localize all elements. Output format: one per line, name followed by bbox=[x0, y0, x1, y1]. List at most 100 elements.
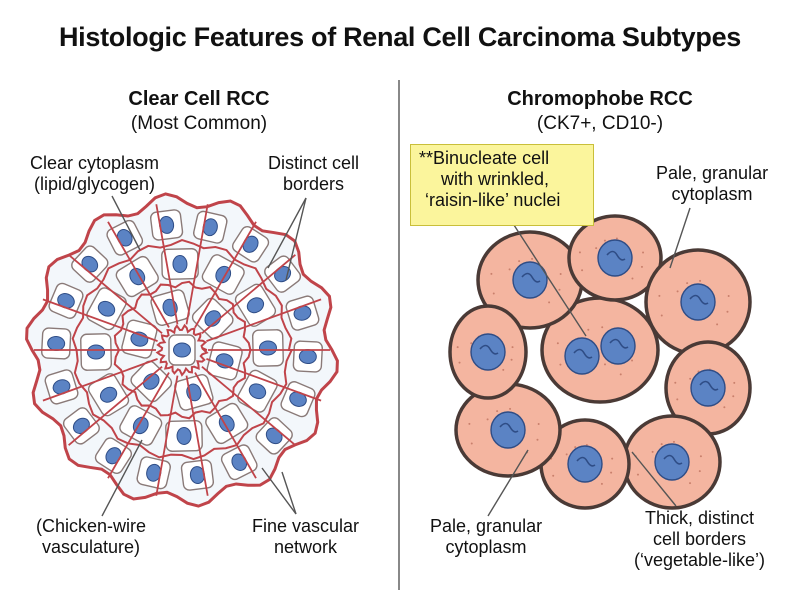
raisin-nucleus bbox=[600, 327, 636, 365]
nuclear-wrinkle bbox=[576, 456, 596, 467]
granule bbox=[651, 450, 654, 453]
nuclear-wrinkle bbox=[689, 294, 709, 305]
chromophobe-cell bbox=[448, 304, 528, 400]
vascular-septum bbox=[107, 221, 170, 328]
granule bbox=[600, 482, 603, 485]
granule bbox=[689, 482, 692, 485]
granule bbox=[676, 290, 679, 293]
vascular-strand bbox=[155, 323, 209, 377]
label-binucleate: **Binucleate cell with wrinkled, ‘raisin… bbox=[419, 148, 560, 211]
granule bbox=[595, 247, 598, 250]
leader-line bbox=[669, 207, 691, 269]
clear-cell-cluster bbox=[25, 192, 339, 508]
cell-nucleus bbox=[176, 426, 192, 445]
cell-nucleus bbox=[87, 344, 106, 360]
granule bbox=[642, 251, 645, 254]
binucleate-cell bbox=[540, 296, 660, 404]
leader-lines bbox=[101, 195, 691, 517]
granule bbox=[510, 358, 513, 361]
vascular-septum bbox=[206, 298, 322, 342]
granule bbox=[509, 407, 512, 410]
vascular-strand bbox=[113, 280, 252, 420]
label-thick-borders: Thick, distinct cell borders (‘vegetable… bbox=[634, 508, 765, 571]
chromophobe-cell bbox=[539, 418, 631, 510]
granule bbox=[601, 326, 604, 329]
vascular-septum bbox=[194, 372, 257, 479]
vascular-strand bbox=[71, 239, 294, 461]
label-fine-vascular: Fine vascular network bbox=[252, 516, 359, 558]
label-fine-vascular-line2: network bbox=[274, 537, 338, 557]
label-chicken-wire-line1: (Chicken-wire bbox=[36, 516, 147, 536]
label-thick-borders-line1: Thick, distinct bbox=[645, 508, 755, 528]
granule bbox=[676, 398, 679, 401]
granule bbox=[726, 310, 729, 313]
vascular-septum bbox=[155, 204, 179, 325]
granule bbox=[674, 381, 677, 384]
granule bbox=[531, 257, 534, 260]
granule bbox=[486, 418, 489, 421]
granule bbox=[686, 282, 689, 285]
granule bbox=[511, 346, 514, 349]
vascular-septum bbox=[68, 366, 163, 446]
vascular-septum bbox=[107, 372, 170, 479]
granule bbox=[615, 237, 618, 240]
leader-line bbox=[111, 195, 141, 251]
label-binucleate-line2: with wrinkled, bbox=[441, 169, 550, 189]
nuclear-wrinkle bbox=[609, 338, 629, 349]
raisin-nucleus bbox=[597, 239, 633, 277]
granule bbox=[610, 471, 613, 474]
cell-nucleus bbox=[248, 383, 267, 400]
granule bbox=[502, 368, 505, 371]
raisin-nucleus bbox=[470, 333, 506, 371]
granule bbox=[658, 294, 661, 297]
granule bbox=[574, 446, 577, 449]
clear-cell-heading: Clear Cell RCC bbox=[128, 88, 270, 110]
cell-nucleus bbox=[172, 255, 188, 274]
vascular-septum bbox=[155, 375, 179, 496]
clear-cell bbox=[161, 248, 199, 281]
clear-cell bbox=[193, 210, 228, 244]
label-binucleate-line3: ‘raisin-like’ nuclei bbox=[425, 190, 561, 210]
granule bbox=[619, 373, 622, 376]
chromophobe-cluster bbox=[448, 214, 752, 510]
nuclear-wrinkle bbox=[521, 272, 541, 283]
leader-line bbox=[487, 449, 529, 517]
leader-line bbox=[267, 197, 307, 269]
granule bbox=[672, 440, 675, 443]
label-clear-cytoplasm-line1: Clear cytoplasm bbox=[30, 153, 160, 173]
granule bbox=[660, 314, 663, 317]
nuclear-wrinkle bbox=[499, 422, 519, 433]
label-chicken-wire: (Chicken-wire vasculature) bbox=[36, 516, 146, 558]
chromophobe-cell bbox=[454, 382, 562, 478]
chromophobe-heading: Chromophobe RCC bbox=[507, 88, 693, 110]
granule bbox=[732, 395, 735, 398]
granule bbox=[470, 442, 473, 445]
granule bbox=[508, 268, 511, 271]
clear-cell bbox=[251, 329, 284, 367]
granule bbox=[727, 294, 730, 297]
leader-line bbox=[261, 467, 297, 515]
clear-cell bbox=[168, 334, 196, 366]
vascular-septum bbox=[201, 366, 296, 446]
granule bbox=[496, 410, 499, 413]
granule bbox=[723, 406, 726, 409]
leader-line bbox=[631, 451, 677, 507]
granule bbox=[536, 438, 539, 441]
leader-line bbox=[281, 471, 297, 515]
clear-cell bbox=[136, 456, 171, 490]
granule bbox=[565, 453, 568, 456]
granule bbox=[578, 251, 581, 254]
label-pale-granular-bottom-line2: cytoplasm bbox=[445, 537, 527, 557]
nuclear-wrinkle bbox=[699, 380, 719, 391]
label-distinct-borders-line1: Distinct cell bbox=[268, 153, 360, 173]
label-fine-vascular-line1: Fine vascular bbox=[252, 516, 360, 536]
granule bbox=[611, 457, 614, 460]
cell-nucleus bbox=[142, 373, 160, 390]
nuclear-wrinkle bbox=[573, 348, 593, 359]
nuclear-wrinkle bbox=[479, 344, 499, 355]
clear-cell bbox=[280, 381, 316, 418]
granule bbox=[603, 239, 606, 242]
granule bbox=[537, 422, 540, 425]
granule bbox=[699, 279, 702, 282]
